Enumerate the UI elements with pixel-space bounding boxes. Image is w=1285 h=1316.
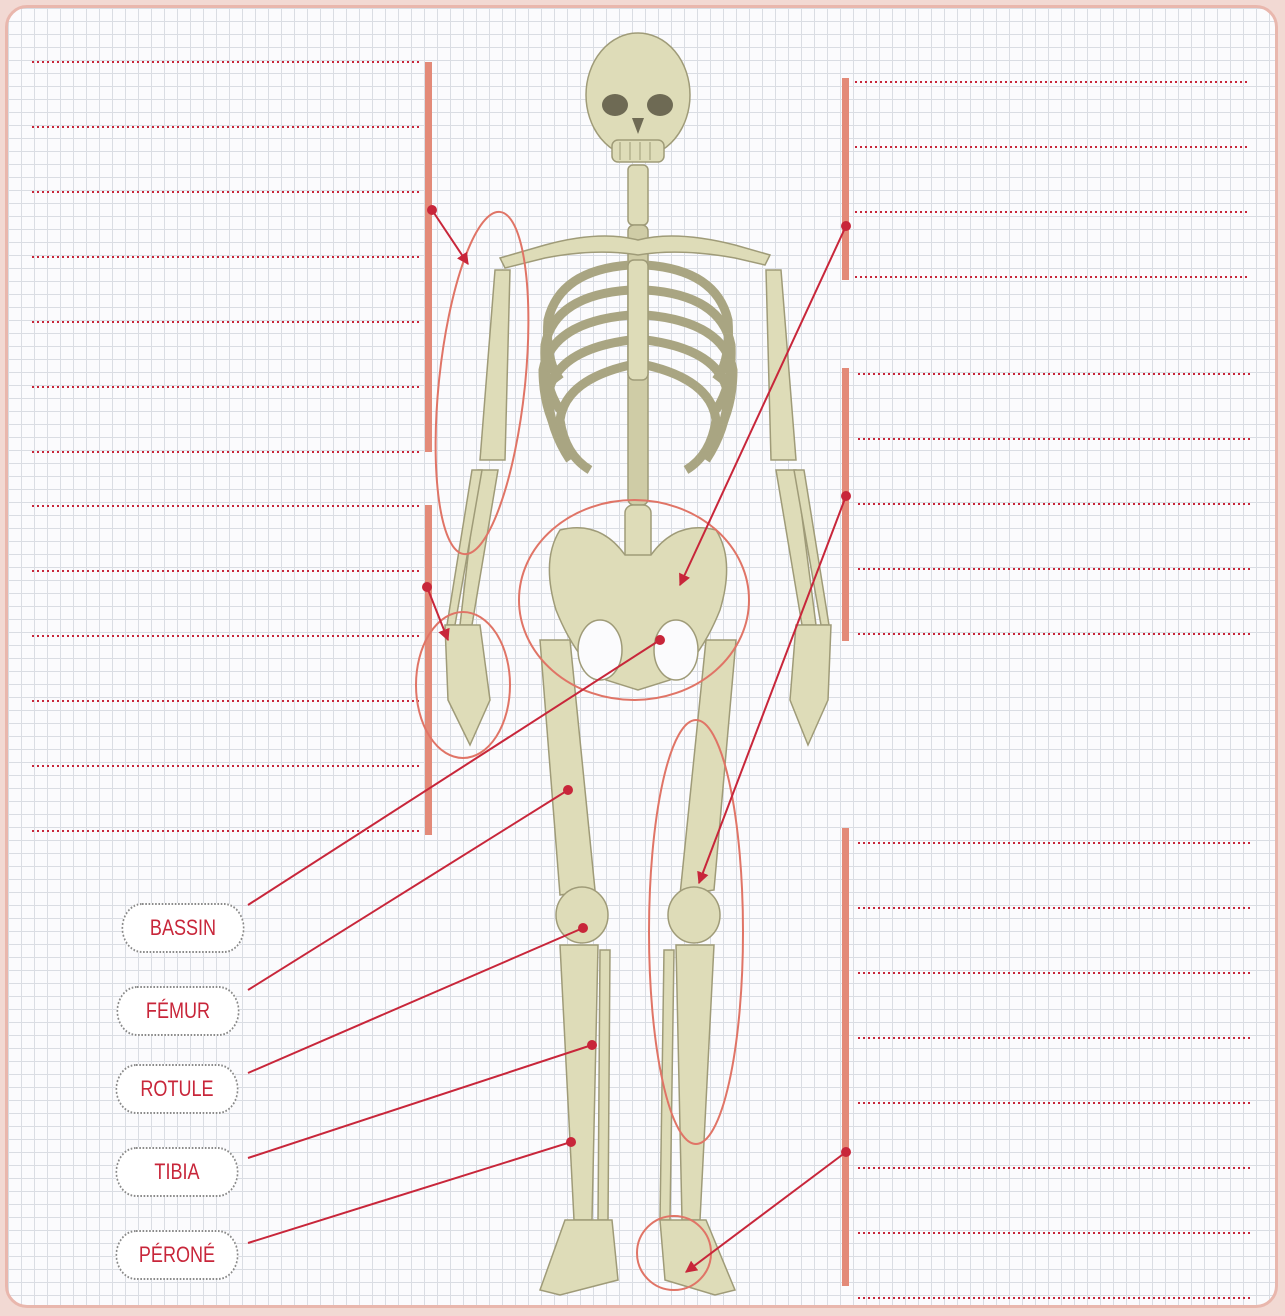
bar-left-top bbox=[425, 62, 432, 452]
label-tibia: TIBIA bbox=[116, 1147, 239, 1197]
dot-pelvis-arrow bbox=[841, 221, 851, 231]
dot-arm-arrow bbox=[427, 205, 437, 215]
leader-rotule bbox=[248, 928, 583, 1073]
sternum bbox=[628, 260, 648, 380]
bar-right-1 bbox=[842, 78, 849, 280]
dot-perone bbox=[566, 1137, 576, 1147]
dot-bassin bbox=[655, 635, 665, 645]
arrow-to-foot bbox=[686, 1152, 846, 1272]
label-femur: FÉMUR bbox=[117, 986, 240, 1036]
dot-rotule bbox=[578, 923, 588, 933]
leader-perone bbox=[248, 1142, 571, 1243]
dot-foot-arrow bbox=[841, 1147, 851, 1157]
bar-left-bottom bbox=[425, 505, 432, 835]
skull bbox=[586, 33, 690, 162]
label-perone: PÉRONÉ bbox=[116, 1230, 239, 1280]
right-arm bbox=[766, 270, 831, 745]
arrow-to-arm bbox=[432, 210, 468, 264]
leader-tibia bbox=[248, 1045, 592, 1158]
dot-tibia bbox=[587, 1040, 597, 1050]
right-leg bbox=[660, 640, 736, 1295]
left-leg bbox=[540, 640, 618, 1295]
left-eye-socket bbox=[602, 94, 628, 116]
dot-femur bbox=[563, 785, 573, 795]
label-bassin: BASSIN bbox=[122, 903, 245, 953]
right-eye-socket bbox=[647, 94, 673, 116]
bar-right-3 bbox=[842, 828, 849, 1286]
leader-femur bbox=[248, 790, 568, 990]
skeleton-figure bbox=[445, 33, 831, 1295]
dot-leg-arrow bbox=[841, 491, 851, 501]
dot-hand-arrow bbox=[422, 582, 432, 592]
patella bbox=[556, 887, 608, 943]
label-rotule: ROTULE bbox=[116, 1064, 239, 1114]
